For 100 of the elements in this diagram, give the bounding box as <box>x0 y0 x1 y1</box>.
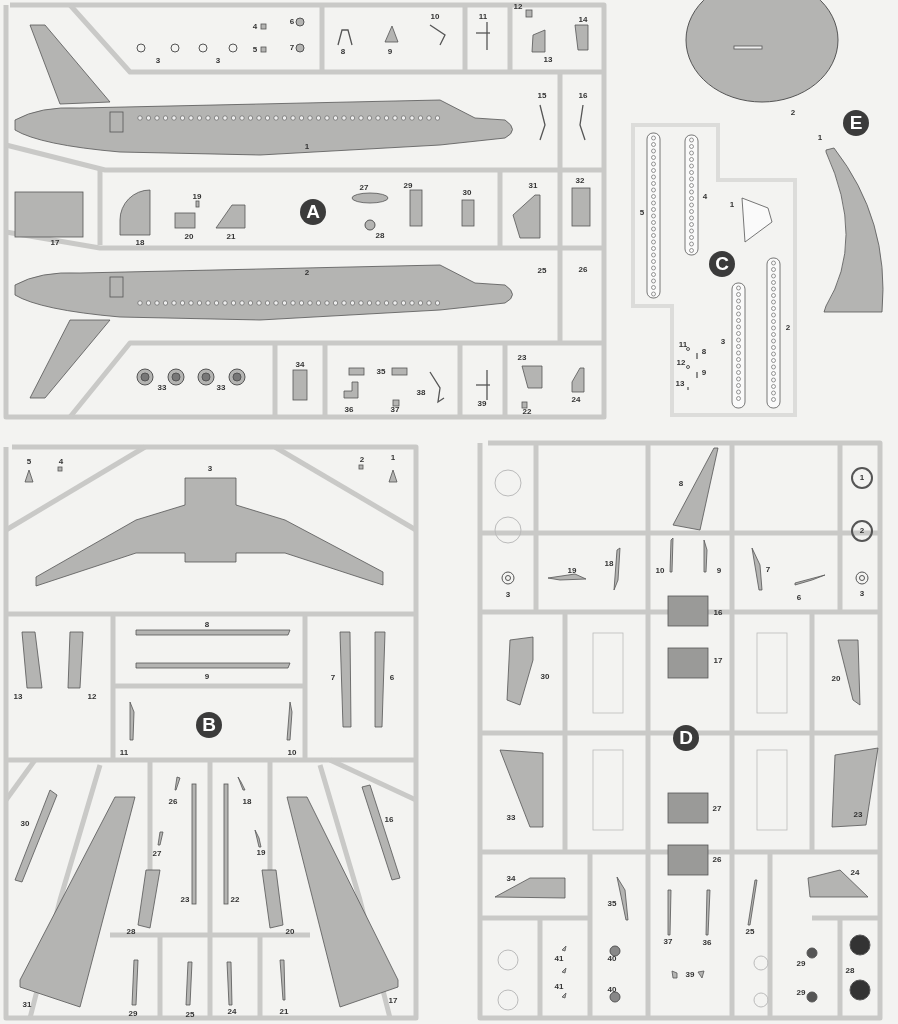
part-number: 11 <box>478 13 488 21</box>
part-number: 12 <box>87 693 97 701</box>
part-number: 6 <box>796 594 802 602</box>
part-number: 28 <box>845 967 855 975</box>
part-number: 5 <box>252 46 258 54</box>
part-number: 34 <box>506 875 516 883</box>
part-number: 3 <box>505 591 511 599</box>
part-number: 11 <box>119 749 129 757</box>
part-number: 3 <box>859 590 865 598</box>
part-number: 18 <box>604 560 614 568</box>
part-number: 27 <box>152 850 162 858</box>
part-number: 35 <box>607 900 617 908</box>
part-number: 29 <box>403 182 413 190</box>
part-number: 30 <box>462 189 472 197</box>
part-number: 12 <box>676 359 686 367</box>
part-number: 19 <box>192 193 202 201</box>
part-number: 12 <box>513 3 523 11</box>
part-number: 27 <box>712 805 722 813</box>
part-number: 17 <box>713 657 723 665</box>
part-number: 9 <box>204 673 210 681</box>
part-number: 10 <box>655 567 665 575</box>
part-number: 30 <box>540 673 550 681</box>
part-number: 10 <box>430 13 440 21</box>
part-number: 33 <box>506 814 516 822</box>
part-number: 2 <box>859 527 865 535</box>
part-number: 41 <box>554 983 564 991</box>
part-number: 40 <box>607 986 617 994</box>
part-number: 31 <box>528 182 538 190</box>
part-number: 2 <box>790 109 796 117</box>
part-number: 19 <box>567 567 577 575</box>
part-number: 8 <box>340 48 346 56</box>
part-number: 22 <box>230 896 240 904</box>
part-number: 23 <box>517 354 527 362</box>
part-number: 16 <box>713 609 723 617</box>
part-number: 20 <box>831 675 841 683</box>
part-number: 23 <box>853 811 863 819</box>
part-number: 32 <box>575 177 585 185</box>
part-number: 8 <box>701 348 707 356</box>
part-number: 8 <box>678 480 684 488</box>
part-number: 4 <box>58 458 64 466</box>
part-number: 9 <box>387 48 393 56</box>
sprue-letter-badge: E <box>843 110 869 136</box>
part-number: 6 <box>389 674 395 682</box>
part-number: 9 <box>716 567 722 575</box>
part-number: 5 <box>639 209 645 217</box>
part-number: 14 <box>578 16 588 24</box>
part-number: 13 <box>543 56 553 64</box>
part-number: 37 <box>390 406 400 414</box>
part-number: 2 <box>359 456 365 464</box>
part-number: 39 <box>685 971 695 979</box>
part-number: 9 <box>701 369 707 377</box>
part-number: 25 <box>537 267 547 275</box>
part-number: 40 <box>607 955 617 963</box>
part-number: 24 <box>571 396 581 404</box>
part-number: 3 <box>215 57 221 65</box>
part-number: 37 <box>663 938 673 946</box>
part-number: 28 <box>375 232 385 240</box>
part-number: 8 <box>204 621 210 629</box>
part-number: 7 <box>765 566 771 574</box>
part-number: 33 <box>157 384 167 392</box>
part-number: 1 <box>817 134 823 142</box>
part-number: 23 <box>180 896 190 904</box>
part-number: 39 <box>477 400 487 408</box>
part-number: 7 <box>330 674 336 682</box>
part-number: 3 <box>720 338 726 346</box>
part-number: 13 <box>675 380 685 388</box>
part-number: 16 <box>384 816 394 824</box>
part-number: 4 <box>702 193 708 201</box>
part-number: 36 <box>702 939 712 947</box>
part-number: 1 <box>390 454 396 462</box>
sprue-letter-badge: A <box>300 199 326 225</box>
part-number: 26 <box>168 798 178 806</box>
part-number: 3 <box>207 465 213 473</box>
part-number: 4 <box>252 23 258 31</box>
part-number: 1 <box>729 201 735 209</box>
part-number: 15 <box>537 92 547 100</box>
part-number: 29 <box>796 989 806 997</box>
part-number: 26 <box>578 266 588 274</box>
part-number: 16 <box>578 92 588 100</box>
part-number: 26 <box>712 856 722 864</box>
part-number: 34 <box>295 361 305 369</box>
part-number: 25 <box>745 928 755 936</box>
part-number: 33 <box>216 384 226 392</box>
part-number: 24 <box>850 869 860 877</box>
part-number: 20 <box>285 928 295 936</box>
part-number: 27 <box>359 184 369 192</box>
part-number: 7 <box>289 44 295 52</box>
part-number: 31 <box>22 1001 32 1009</box>
part-number: 1 <box>859 474 865 482</box>
part-number: 5 <box>26 458 32 466</box>
part-number: 21 <box>279 1008 289 1016</box>
part-number: 25 <box>185 1011 195 1019</box>
part-number: 1 <box>304 143 310 151</box>
part-number: 2 <box>304 269 310 277</box>
part-number: 3 <box>155 57 161 65</box>
part-number: 36 <box>344 406 354 414</box>
part-number: 22 <box>522 408 532 416</box>
part-number: 29 <box>796 960 806 968</box>
part-number: 19 <box>256 849 266 857</box>
part-number: 29 <box>128 1010 138 1018</box>
